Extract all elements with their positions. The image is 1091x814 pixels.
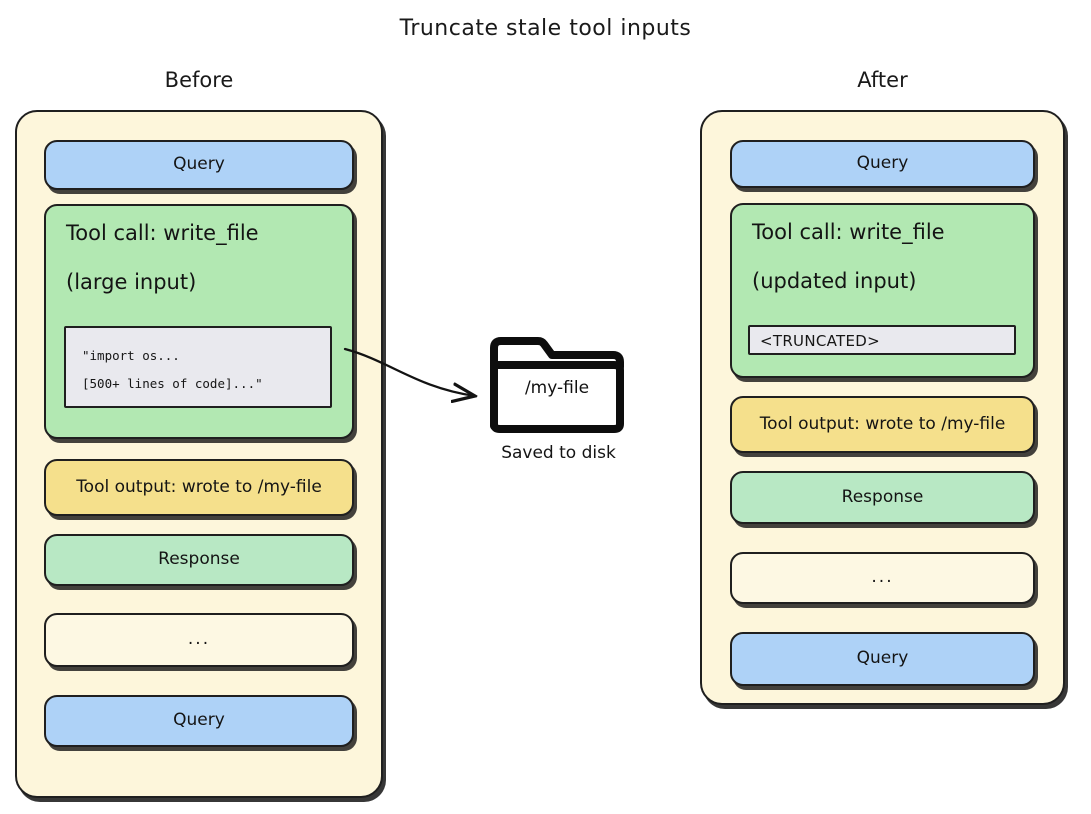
- after-block-query-top: Query: [730, 140, 1035, 188]
- before-block-query-bottom: Query: [44, 695, 354, 747]
- before-tool-call-subtitle: (large input): [66, 270, 197, 295]
- before-block-tool-output: Tool output: wrote to /my-file: [44, 459, 354, 516]
- after-block-ellipsis: ...: [730, 552, 1035, 604]
- after-truncated-pane: <TRUNCATED>: [748, 325, 1016, 355]
- before-block-response: Response: [44, 534, 354, 586]
- column-heading-before: Before: [164, 68, 234, 92]
- folder-icon: [490, 337, 624, 433]
- before-tool-call-title: Tool call: write_file: [66, 221, 259, 245]
- before-code-line-1: "import os...: [82, 348, 180, 363]
- before-block-ellipsis: ...: [44, 613, 354, 667]
- before-block-query-top: Query: [44, 140, 354, 190]
- after-tool-call-subtitle: (updated input): [752, 269, 917, 294]
- after-block-tool-output: Tool output: wrote to /my-file: [730, 396, 1035, 453]
- column-heading-after: After: [857, 68, 908, 92]
- after-block-response: Response: [730, 471, 1035, 524]
- after-block-query-bottom: Query: [730, 632, 1035, 686]
- diagram-title: Truncate stale tool inputs: [399, 16, 692, 41]
- disk-caption: Saved to disk: [501, 443, 616, 463]
- before-code-pane: "import os... [500+ lines of code]...": [64, 326, 332, 408]
- before-code-line-2: [500+ lines of code]...": [82, 375, 263, 391]
- after-tool-call-title: Tool call: write_file: [752, 220, 945, 244]
- flow-arrow-to-disk: [343, 347, 495, 415]
